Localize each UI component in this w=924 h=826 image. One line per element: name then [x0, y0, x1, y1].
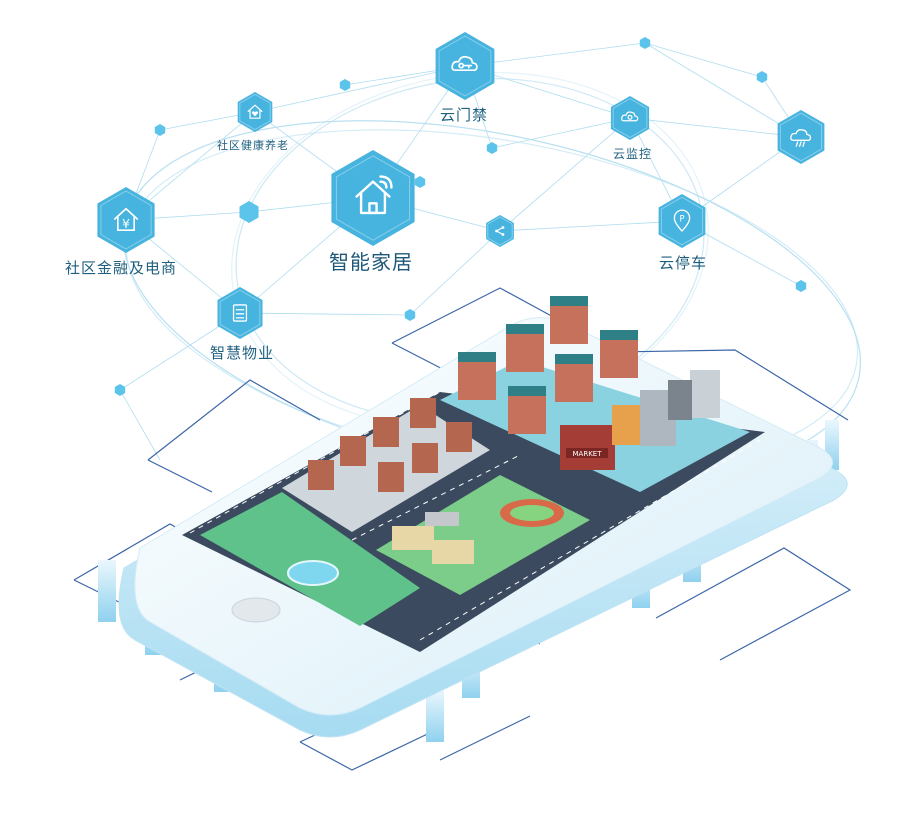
label-health-care: 社区健康养老: [217, 139, 289, 152]
label-smart-home: 智能家居: [329, 250, 413, 274]
network-dot: [795, 280, 807, 292]
label-cloud-access: 云门禁: [440, 106, 489, 124]
network-dot: [114, 384, 126, 396]
cloud-camera-icon: [610, 96, 650, 140]
network-dot: [154, 124, 166, 136]
houses-left: [308, 398, 472, 492]
key-cloud-icon: [435, 32, 495, 100]
network-dot: [404, 309, 416, 321]
label-cloud-parking: 云停车: [659, 254, 708, 272]
apartments-right: [458, 296, 638, 434]
cloud-rain-icon: [777, 110, 825, 164]
label-smart-property: 智慧物业: [210, 344, 275, 362]
network-dot: [486, 142, 498, 154]
market-sign: MARKET: [573, 450, 603, 458]
svg-text:¥: ¥: [122, 217, 130, 231]
service-icons: ¥P: [97, 32, 825, 339]
wifi-house-icon: [331, 150, 415, 246]
home-button: [231, 597, 281, 623]
yuan-house-icon: ¥: [97, 187, 155, 253]
network-dots: [114, 37, 807, 396]
label-finance-ecommerce: 社区金融及电商: [65, 259, 178, 277]
document-icon: [217, 287, 263, 339]
city-map: MARKET: [182, 296, 765, 652]
parking-icon: P: [658, 194, 706, 248]
heart-house-icon: [237, 92, 273, 132]
share-icon: [486, 215, 514, 247]
label-cloud-monitor: 云监控: [613, 147, 653, 161]
network-dot: [339, 79, 351, 91]
svg-text:P: P: [679, 213, 684, 223]
network-dot: [239, 201, 259, 223]
network-dot: [414, 176, 426, 188]
network-dot: [639, 37, 651, 49]
network-dot: [756, 71, 768, 83]
market-sign-board: [566, 448, 608, 458]
